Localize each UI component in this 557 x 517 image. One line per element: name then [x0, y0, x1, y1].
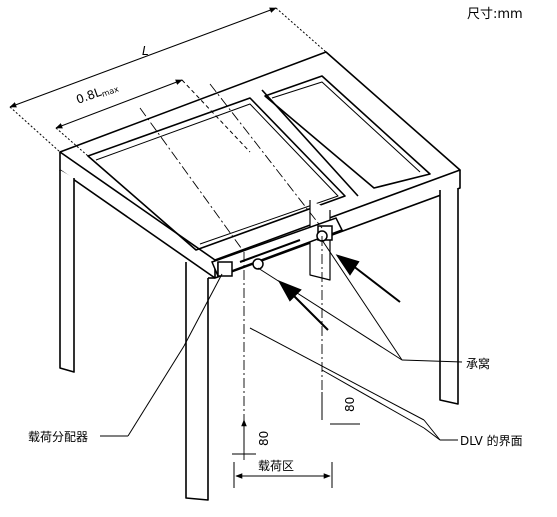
label-load-distributor: 载荷分配器 — [28, 430, 88, 444]
dimension-L — [9, 7, 327, 153]
arrow-head-right-icon — [335, 254, 360, 276]
label-80-left: 80 — [257, 431, 271, 446]
test-table-frame — [59, 51, 461, 501]
load-distributor — [210, 217, 344, 277]
callout-distributor-lines — [100, 273, 223, 437]
load-arrows — [277, 254, 401, 331]
dimension-0.8Lmax — [55, 79, 251, 157]
label-bearing: 承窝 — [466, 356, 490, 371]
dimension-80-right — [321, 392, 360, 425]
label-dlv-interface: DLV 的界面 — [460, 433, 523, 448]
arrow-head-left-icon — [277, 280, 302, 302]
callout-bearing-lines — [257, 239, 463, 363]
dimension-80-left — [232, 419, 256, 455]
dimension-load-zone — [233, 462, 333, 488]
callout-dlv-lines — [249, 327, 458, 441]
centerlines — [139, 83, 323, 460]
label-0.8Lmax: 0.8Lmax — [74, 79, 120, 108]
label-load-zone: 载荷区 — [258, 459, 294, 473]
units-label: 尺寸:mm — [467, 7, 523, 22]
label-L: L — [142, 44, 149, 58]
label-80-right: 80 — [343, 397, 357, 412]
bearing-cup-left — [252, 258, 264, 270]
